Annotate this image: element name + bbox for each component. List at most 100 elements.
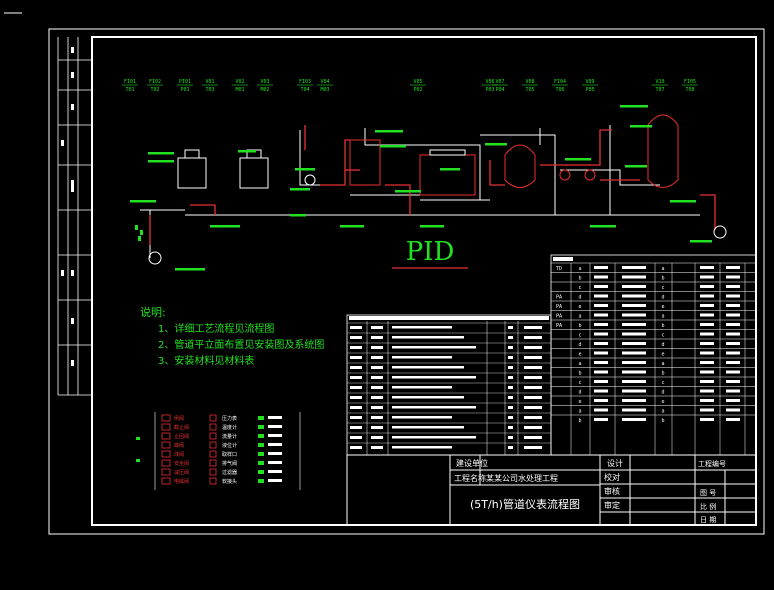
svg-text:日 期: 日 期 (700, 516, 716, 524)
legend-symbol (258, 434, 264, 438)
legend-symbol (258, 425, 264, 429)
legend-symbol (161, 432, 171, 440)
svg-text:M02: M02 (260, 87, 269, 93)
legend-label: 截止阀 (174, 424, 189, 431)
vessel-1 (349, 139, 381, 186)
svg-text:PA: PA (556, 314, 562, 320)
title-block-text: 建设单位 工程名称 某某公司水处理工程 (5T/h)管道仪表流程图 设计 校对 … (454, 458, 726, 524)
svg-text:设计: 设计 (607, 458, 623, 468)
left-binding-strip (57, 37, 92, 396)
svg-text:a: a (661, 409, 664, 415)
annotation-mark (565, 158, 591, 161)
svg-text:V09: V09 (585, 79, 594, 85)
annotation-mark (175, 268, 205, 271)
legend-label: 过滤器 (222, 469, 237, 476)
legend-label: 闸阀 (174, 415, 184, 422)
note-line-3: 3、安装材料见材料表 (158, 354, 254, 367)
svg-text:a: a (578, 409, 581, 415)
svg-text:c: c (661, 285, 664, 291)
symbol-legend: 闸阀压力表截止阀温度计止回阀流量计蝶阀液位计球阀取样口安全阀排气阀减压阀过滤器电… (136, 412, 301, 490)
svg-text:V01: V01 (205, 79, 214, 85)
top-tag-row: FI01T01FI02T02PI01P01V01T03V02M01V03M02F… (122, 79, 698, 93)
legend-symbol (258, 479, 264, 483)
legend-label: 止回阀 (174, 433, 189, 440)
legend-symbol (258, 461, 264, 465)
svg-text:V06: V06 (485, 79, 494, 85)
svg-text:V08: V08 (525, 79, 534, 85)
svg-text:b: b (578, 276, 581, 282)
legend-symbol (209, 414, 217, 422)
svg-text:d: d (661, 390, 664, 396)
legend-symbol (209, 441, 217, 449)
svg-text:校对: 校对 (604, 472, 620, 482)
legend-symbol (209, 432, 217, 440)
legend-label: 减压阀 (174, 469, 189, 476)
annotation-mark (290, 188, 310, 191)
svg-text:M03: M03 (320, 87, 329, 93)
svg-text:d: d (661, 342, 664, 348)
svg-text:a: a (578, 361, 581, 367)
svg-text:b: b (578, 323, 581, 329)
legend-mark (268, 425, 282, 428)
legend-label: 压力表 (222, 415, 237, 422)
legend-symbol (161, 459, 171, 467)
svg-text:T01: T01 (125, 87, 134, 93)
svg-text:e: e (578, 399, 581, 405)
annotation-mark (130, 200, 156, 203)
filter-column (647, 114, 679, 188)
drawing-name: (5T/h)管道仪表流程图 (470, 497, 580, 511)
svg-text:PA: PA (556, 304, 562, 310)
annotation-mark (135, 225, 138, 230)
svg-text:P04: P04 (495, 87, 504, 93)
annotation-mark (625, 165, 647, 168)
svg-text:e: e (578, 304, 581, 310)
svg-text:PI01: PI01 (179, 79, 191, 85)
svg-text:P02: P02 (413, 87, 422, 93)
svg-text:某某公司水处理工程: 某某公司水处理工程 (486, 473, 558, 483)
process-annotations (130, 105, 712, 271)
notes-block: 说明: 1、详细工艺流程见流程图 2、管道平立面布置见安装图及系统图 3、安装材… (140, 305, 324, 367)
legend-symbol (258, 470, 264, 474)
annotation-mark (148, 152, 174, 155)
legend-symbol (258, 416, 264, 420)
svg-text:T03: T03 (205, 87, 214, 93)
legend-mark (268, 470, 282, 473)
legend-symbol (161, 450, 171, 458)
svg-text:b: b (661, 418, 664, 424)
svg-text:TD: TD (556, 266, 562, 272)
svg-text:c: c (578, 380, 581, 386)
svg-text:FI05: FI05 (684, 79, 696, 85)
svg-text:a: a (661, 314, 664, 320)
inner-border (91, 36, 757, 526)
annotation-mark (148, 160, 174, 163)
legend-label: 软接头 (222, 478, 237, 485)
legend-symbol (161, 441, 171, 449)
annotation-mark (395, 190, 421, 193)
legend-symbol (209, 477, 217, 485)
process-lines (140, 125, 716, 258)
svg-text:工程编号: 工程编号 (698, 459, 726, 468)
svg-text:e: e (661, 304, 664, 310)
svg-text:FI03: FI03 (299, 79, 311, 85)
legend-symbol (161, 414, 171, 422)
svg-text:V05: V05 (413, 79, 422, 85)
legend-symbol (209, 423, 217, 431)
pump-2 (713, 225, 727, 239)
svg-text:e: e (661, 399, 664, 405)
svg-text:T05: T05 (525, 87, 534, 93)
legend-label: 液位计 (222, 442, 237, 449)
legend-label: 温度计 (222, 424, 237, 431)
svg-text:PA: PA (556, 295, 562, 301)
legend-symbol (209, 459, 217, 467)
svg-text:c: c (661, 380, 664, 386)
svg-text:d: d (578, 390, 581, 396)
svg-text:图 号: 图 号 (700, 489, 716, 497)
